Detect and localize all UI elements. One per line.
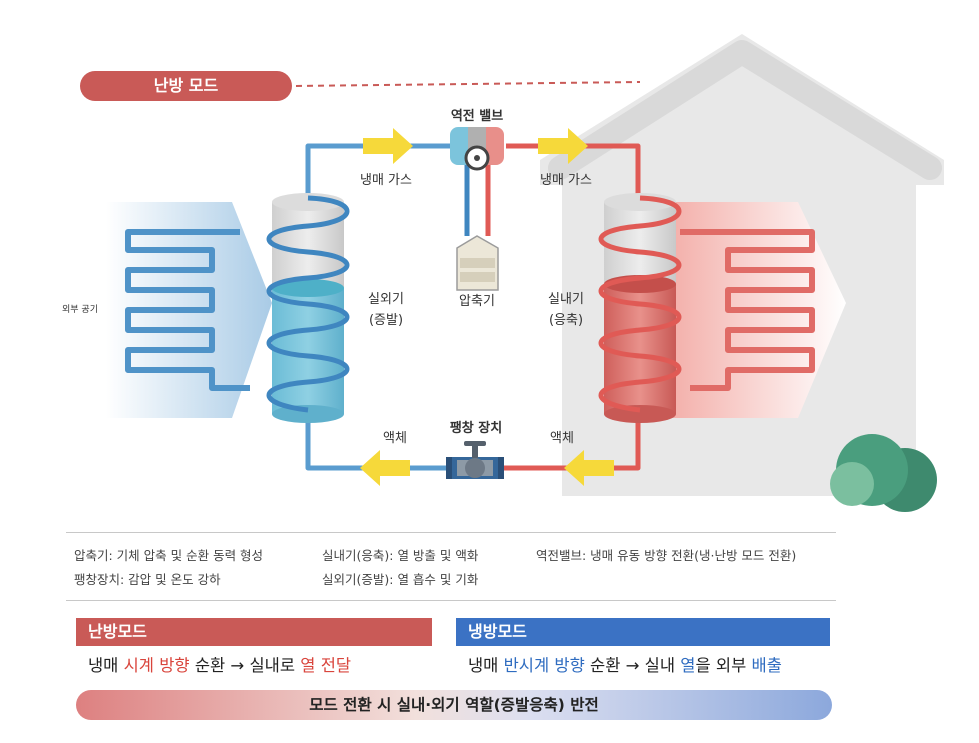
mode-dashed-line [295,81,641,87]
gas-label-left: 냉매 가스 [360,173,412,188]
flow-arrow-icons [360,128,614,486]
legend-item: 압축기: 기체 압축 및 순환 동력 형성 [74,548,264,563]
bush-icon [830,434,937,512]
compressor-label: 압축기 [459,294,495,309]
reversing-valve-label: 역전 밸브 [451,108,503,124]
heating-mode-title: 난방모드 [76,618,432,646]
legend-item: 팽창장치: 감압 및 온도 강하 [74,572,221,587]
heating-desc-highlight: 시계 방향 [123,656,190,675]
legend-column-3: 역전밸브: 냉매 유동 방향 전환(냉·난방 모드 전환) [536,544,796,568]
mode-switch-summary-bar: 모드 전환 시 실내·외기 역할(증발응축) 반전 [76,690,832,720]
legend-column-2: 실내기(응축): 열 방출 및 액화 실외기(증발): 열 흡수 및 기화 [322,544,478,592]
flow-arrow-bottom-left [360,450,410,486]
gas-label-right: 냉매 가스 [540,173,592,188]
outdoor-unit-label-line2: (증발) [369,313,403,328]
indoor-unit-label-line1: 실내기 [548,292,584,307]
indoor-unit-label-line2: (응축) [549,313,583,328]
cooling-desc-highlight: 배출 [751,656,782,675]
reversing-valve-icon [450,127,504,171]
cooling-desc-highlight: 반시계 방향 [503,656,585,675]
cooling-desc-part: 을 외부 [695,656,752,675]
flow-arrow-top-right [538,128,588,164]
indoor-air-flow [650,202,846,418]
heating-mode-description: 냉매 시계 방향 순환 → 실내로 열 전달 [88,652,351,676]
heating-desc-highlight: 열 전달 [300,656,352,675]
legend-item: 역전밸브: 냉매 유동 방향 전환(냉·난방 모드 전환) [536,548,797,563]
cooling-desc-part: 순환 → 실내 [584,656,681,675]
cooling-mode-description: 냉매 반시계 방향 순환 → 실내 열을 외부 배출 [468,652,782,676]
flow-arrow-top-left [363,128,413,164]
outdoor-unit-label-line1: 실외기 [368,292,404,307]
expansion-valve-icon [446,441,504,479]
legend-item: 실외기(증발): 열 흡수 및 기화 [322,572,479,587]
heating-desc-part: 순환 → 실내로 [189,656,301,675]
legend-divider-bottom [66,600,836,601]
compressor-icon [456,235,499,291]
indoor-unit-condenser [598,193,682,423]
liquid-label-right: 액체 [550,431,574,446]
liquid-label-left: 액체 [383,431,407,446]
cooling-desc-part: 냉매 [468,656,504,675]
cooling-mode-title: 냉방모드 [456,618,830,646]
outdoor-unit-evaporator [266,193,350,423]
cooling-desc-highlight: 열 [680,656,696,675]
mode-pill: 난방 모드 [80,71,292,101]
legend-divider-top [66,532,836,533]
outside-air-flow [106,202,272,418]
heating-desc-part: 냉매 [88,656,124,675]
legend: 압축기: 기체 압축 및 순환 동력 형성 팽창장치: 감압 및 온도 강하 실… [74,544,844,592]
legend-item: 실내기(응축): 열 방출 및 액화 [322,548,479,563]
legend-column-1: 압축기: 기체 압축 및 순환 동력 형성 팽창장치: 감압 및 온도 강하 [74,544,263,592]
outside-air-label: 외부 공기 [62,303,98,315]
expansion-device-label: 팽창 장치 [450,420,502,436]
flow-arrow-bottom-right [564,450,614,486]
